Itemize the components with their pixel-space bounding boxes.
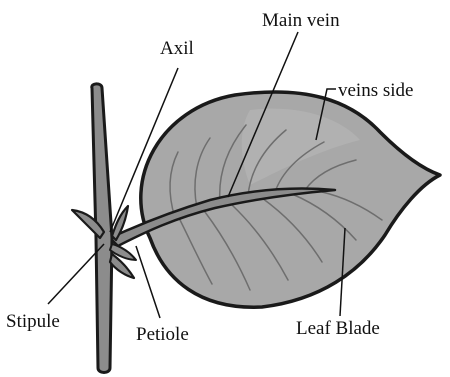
leader-petiole	[136, 246, 160, 318]
label-main-vein: Main vein	[262, 10, 340, 31]
label-veins-side: veins side	[338, 80, 413, 101]
label-axil: Axil	[160, 38, 194, 59]
label-leaf-blade: Leaf Blade	[296, 318, 380, 339]
label-petiole: Petiole	[136, 324, 189, 345]
label-stipule: Stipule	[6, 311, 60, 332]
